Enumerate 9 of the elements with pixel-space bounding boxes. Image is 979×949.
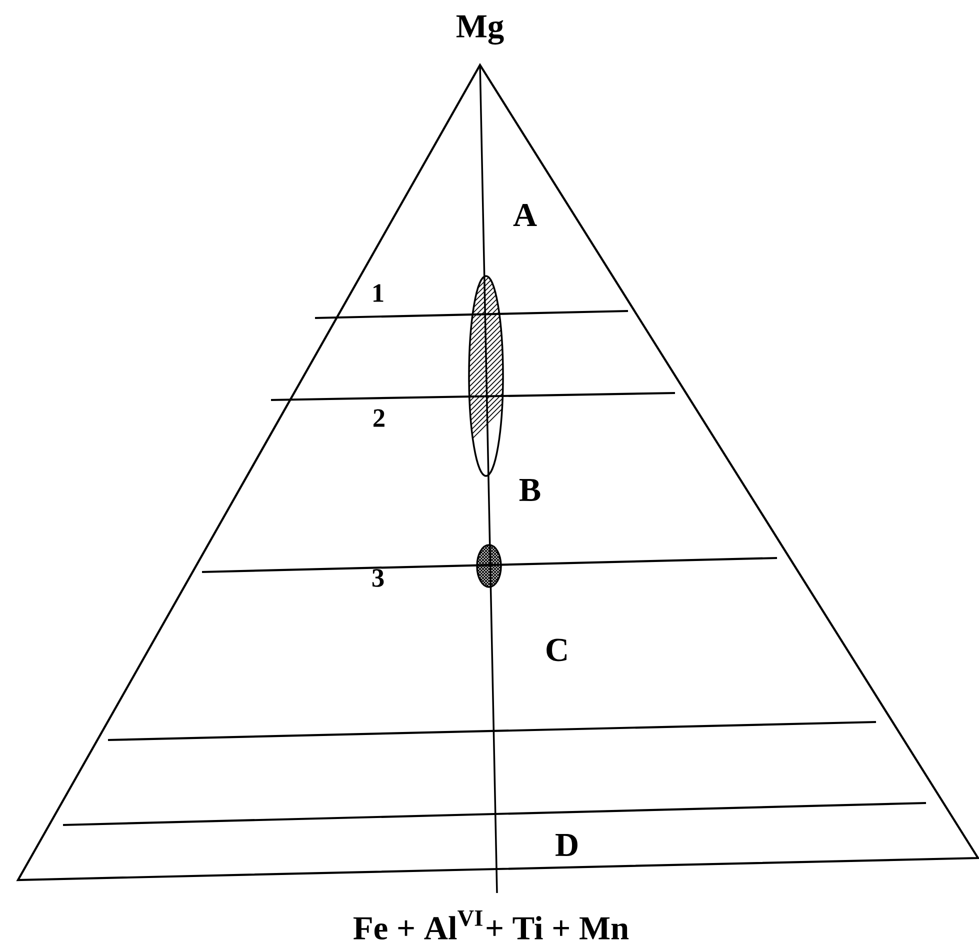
field-label: C bbox=[546, 638, 566, 662]
vertex-label: Mg bbox=[456, 15, 504, 45]
field-label: 1 bbox=[374, 284, 384, 302]
field-label: A bbox=[513, 204, 537, 226]
field-label: 3 bbox=[372, 569, 384, 587]
field-label: B bbox=[519, 479, 540, 501]
field-label: D bbox=[556, 834, 578, 856]
vertex-label: Fe + Al$^{VI}$+ Ti + Mn bbox=[353, 910, 629, 940]
field-label: 2 bbox=[374, 409, 384, 427]
